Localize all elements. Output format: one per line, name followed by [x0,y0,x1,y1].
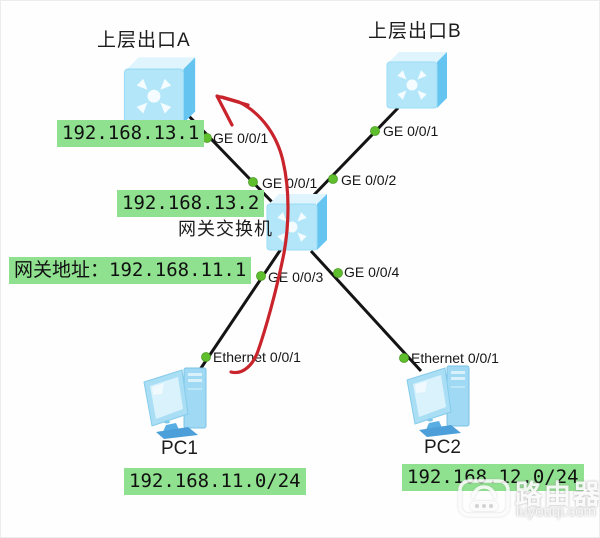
gateway-address-label: 网关地址：192.168.11.1 [9,257,252,284]
port-pc2-ethernet: Ethernet 0/0/1 [411,350,499,366]
port-gateway-ge004: GE 0/0/4 [344,264,400,280]
port-gateway-ge002: GE 0/0/2 [341,172,397,188]
port-switch-b-ge001: GE 0/0/1 [383,123,439,139]
switch-a-title: 上层出口A [97,30,191,51]
gateway-switch-icon [266,193,328,251]
switch-a-ip-label: 192.168.13.1 [57,120,205,147]
pc2-subnet-label: 192.168.12.0/24 [402,464,584,491]
switch-a-icon [123,56,196,124]
watermark-domain: luyouqi.com [516,503,597,520]
gateway-switch-name: 网关交换机 [178,219,273,239]
port-switch-a-ge001: GE 0/0/1 [213,130,269,146]
watermark: 路由器 luyouqi.com [453,469,600,531]
pc1-subnet-label: 192.168.11.0/24 [124,468,306,495]
watermark-brand: 路由器 [515,480,600,510]
gateway-address-prefix: 网关地址： [14,260,110,281]
port-pc1-ethernet: Ethernet 0/0/1 [213,349,301,365]
router-logo-icon [458,479,510,517]
pc1-name: PC1 [161,438,198,459]
pc1-icon [143,367,207,440]
gateway-ip-label: 192.168.13.2 [117,190,265,217]
port-gateway-ge001: GE 0/0/1 [262,175,318,191]
pc2-icon [406,365,470,438]
pc2-name: PC2 [424,437,461,458]
gateway-address-ip: 192.168.11.1 [109,259,247,281]
switch-b-icon [386,51,448,109]
port-gateway-ge003: GE 0/0/3 [268,269,324,285]
switch-b-title: 上层出口B [368,21,462,42]
